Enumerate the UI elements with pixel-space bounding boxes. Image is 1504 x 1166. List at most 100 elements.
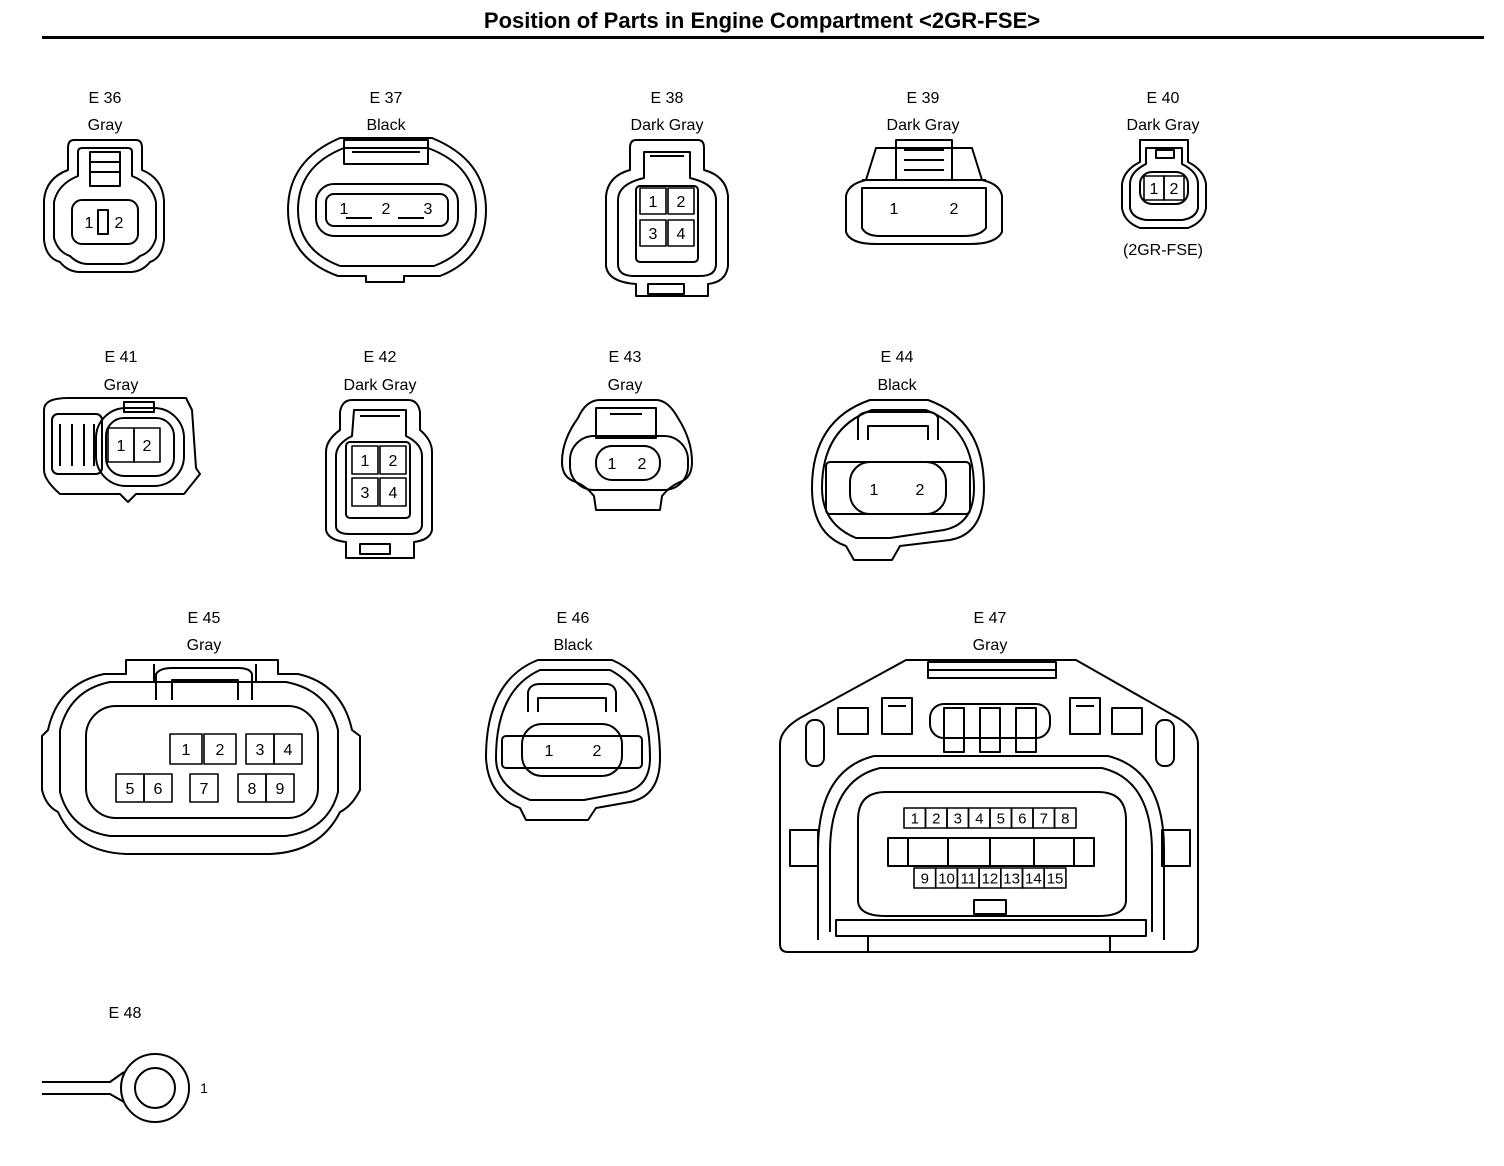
pin-cell-e45-9 [265,773,295,803]
pin-number-e45-8: 8 [248,781,257,798]
pin-number-e45-5: 5 [126,781,135,798]
connector-e46 [485,659,661,821]
pin-number-e41-2: 2 [143,438,152,455]
pin-number-e42-3: 3 [361,485,370,502]
connector-e45-color: Gray [186,637,222,654]
pin-cell-e47-8 [1053,807,1077,829]
pin-number-e45-7: 7 [200,781,209,798]
pin-cell-e42-1 [351,445,379,475]
pin-number-e36-1: 1 [85,215,94,232]
pin-number-e38-4: 4 [677,226,686,243]
pin-number-e44-1: 1 [870,482,879,499]
pin-number-e44-2: 2 [916,482,925,499]
pin-number-e42-1: 1 [361,453,370,470]
connector-e39 [845,139,1003,245]
pin-number-e46-2: 2 [593,743,602,760]
pin-number-e47-7: 7 [1040,810,1048,827]
pin-number-e45-3: 3 [256,742,265,759]
pin-number-e47-4: 4 [975,810,983,827]
pin-number-e47-1: 1 [911,810,919,827]
pin-number-e45-2: 2 [216,742,225,759]
pin-cell-e45-6 [143,773,173,803]
connector-e43-id: E 43 [608,349,642,366]
pin-number-e46-1: 1 [545,743,554,760]
title-rule [42,36,1484,39]
pin-number-e37-2: 2 [382,201,391,218]
connector-e45-id: E 45 [187,610,221,627]
pin-number-e37-3: 3 [424,201,433,218]
pin-number-e48-1: 1 [200,1080,208,1096]
pin-number-e43-1: 1 [608,456,617,473]
pin-number-e38-2: 2 [677,194,686,211]
pin-number-e45-9: 9 [276,781,285,798]
connector-e40-id: E 40 [1146,90,1180,107]
connector-e43-color: Gray [607,377,643,394]
connector-e45 [41,659,361,855]
connector-e41-color: Gray [103,377,139,394]
connector-e47-color: Gray [972,637,1008,654]
connector-e48-id: E 48 [108,1005,142,1022]
connector-e47-id: E 47 [973,610,1007,627]
pin-number-e36-2: 2 [115,215,124,232]
connector-e43 [561,399,693,511]
pin-number-e45-1: 1 [182,742,191,759]
connector-e37 [287,137,487,283]
connector-e41-id: E 41 [104,349,138,366]
connector-e44-id: E 44 [880,349,914,366]
connector-e38-id: E 38 [650,90,684,107]
pin-number-e47-12: 12 [982,870,999,887]
pin-number-e45-6: 6 [154,781,163,798]
connector-e44 [811,399,985,561]
pin-number-e47-15: 15 [1047,870,1064,887]
connector-e36-color: Gray [87,117,123,134]
pin-cell-e42-3 [351,477,379,507]
pin-number-e47-8: 8 [1061,810,1069,827]
connector-e47 [779,659,1199,953]
pin-number-e40-1: 1 [1150,181,1159,198]
pin-cell-e45-4 [273,733,303,765]
connector-e48 [42,1053,190,1123]
connector-e46-color: Black [553,637,593,654]
pin-number-e47-14: 14 [1025,870,1042,887]
pin-number-e47-13: 13 [1003,870,1020,887]
pin-number-e47-9: 9 [921,870,929,887]
pin-number-e39-2: 2 [950,201,959,218]
connector-e37-id: E 37 [369,90,403,107]
pin-number-e47-2: 2 [932,810,940,827]
pin-cell-e38-3 [639,219,667,247]
pin-number-e47-10: 10 [938,870,955,887]
pin-cell-e42-2 [379,445,407,475]
pin-number-e42-4: 4 [389,485,398,502]
pin-cell-e38-1 [639,187,667,215]
pin-number-e47-6: 6 [1018,810,1026,827]
pin-cell-e47-15 [1043,867,1067,889]
connector-e38-color: Dark Gray [630,117,704,134]
pin-cell-e38-4 [667,219,695,247]
pin-cell-e40-2 [1163,175,1185,201]
pin-number-e41-1: 1 [117,438,126,455]
connector-e40 [1121,139,1207,229]
pin-number-e42-2: 2 [389,453,398,470]
page-title: Position of Parts in Engine Compartment … [483,8,1041,33]
pin-cell-e42-4 [379,477,407,507]
connector-e44-color: Black [877,377,917,394]
connector-e41 [43,397,201,503]
connector-e42 [325,399,433,559]
connector-e42-color: Dark Gray [343,377,417,394]
pin-cell-e45-7 [189,773,219,803]
connector-e39-color: Dark Gray [886,117,960,134]
connector-e42-id: E 42 [363,349,397,366]
pin-number-e37-1: 1 [340,201,349,218]
connector-e40-note: (2GR-FSE) [1123,242,1203,259]
connector-e36-id: E 36 [88,90,122,107]
pin-number-e47-5: 5 [997,810,1005,827]
pin-number-e45-4: 4 [284,742,293,759]
pin-number-e43-2: 2 [638,456,647,473]
pin-number-e47-3: 3 [954,810,962,827]
connector-e38 [605,139,729,297]
pin-cell-e41-2 [133,427,161,463]
connector-e37-color: Black [366,117,406,134]
pin-cell-e45-2 [203,733,237,765]
